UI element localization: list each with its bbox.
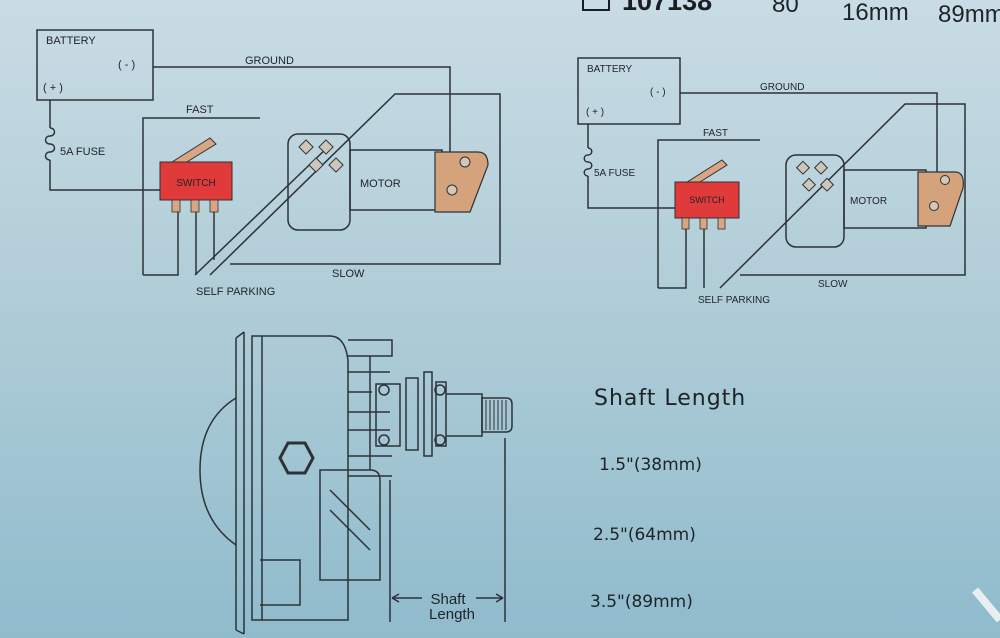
- header-strip: 107138 80 16mm 89mm: [582, 0, 1000, 28]
- shaft-option-2: 2.5"(64mm): [593, 525, 696, 545]
- motor-bracket-2: [917, 171, 964, 227]
- motor-feed-wire: [209, 93, 501, 276]
- bushing-ball-4: [434, 434, 446, 446]
- front-frame: [348, 339, 393, 470]
- battery-label: BATTERY: [46, 35, 96, 47]
- housing-rails: [348, 371, 392, 477]
- ground-wire-2: [680, 92, 938, 175]
- slow-label: SLOW: [332, 268, 365, 280]
- ground-label-2: GROUND: [760, 82, 804, 93]
- shaft-option-1: 1.5"(38mm): [599, 455, 702, 475]
- dimension-label-length: Length: [429, 606, 475, 623]
- fuse-label-2: 5A FUSE: [594, 168, 635, 179]
- fast-label: FAST: [186, 104, 214, 116]
- switch-terminal-5: [699, 217, 708, 230]
- motor-dome: [199, 397, 237, 546]
- ground-label: GROUND: [245, 55, 294, 67]
- shaft-body: [446, 393, 483, 437]
- switch-terminal-2: [190, 199, 200, 213]
- header-col-c: 89mm: [938, 1, 1000, 28]
- motor-housing-outline: [251, 335, 349, 621]
- battery-label-2: BATTERY: [587, 64, 633, 75]
- motor-terminals-2: [795, 160, 835, 192]
- switch-terminal-4: [681, 217, 690, 230]
- shaft-knurl: [485, 400, 507, 430]
- bracket-hole-3: [940, 175, 950, 185]
- dimension-arrow-left: [391, 593, 422, 603]
- battery-box-2: [577, 57, 681, 125]
- slow-label-2: SLOW: [818, 279, 848, 290]
- motor-bracket: [434, 151, 489, 213]
- fuse-to-switch-wire-2: [587, 176, 675, 209]
- fast-label-2: FAST: [703, 128, 728, 139]
- header-part-number: 107138: [622, 0, 712, 16]
- bracket-hole: [459, 156, 471, 168]
- self-parking-label: SELF PARKING: [196, 286, 275, 298]
- fuse-to-switch-wire: [49, 160, 160, 191]
- motor-terminals: [298, 139, 344, 173]
- battery-positive-label-2: ( + ): [586, 107, 604, 118]
- shaft-length-title: Shaft Length: [594, 386, 746, 411]
- self-parking-lead: [143, 210, 179, 276]
- shaft-washer-1: [423, 371, 433, 457]
- bushing-ball-2: [378, 434, 390, 446]
- shaft-bushing-left: [375, 383, 401, 447]
- battery-positive-label: ( + ): [43, 82, 63, 94]
- shaft-tip: [481, 397, 513, 433]
- motor-profile-drawing: [199, 331, 513, 635]
- battery-negative-label: ( - ): [118, 59, 135, 71]
- battery-box: [36, 29, 154, 101]
- wiring-diagram-small: BATTERY ( - ) ( + ) GROUND 5A FUSE FAST …: [577, 57, 966, 306]
- bushing-ball-3: [434, 384, 446, 396]
- dimension-arrow-right: [476, 593, 504, 603]
- bracket-hole-2: [446, 184, 458, 196]
- switch-terminal-1: [171, 199, 181, 213]
- switch-terminal-3: [209, 199, 219, 213]
- shaft-nut: [405, 377, 419, 451]
- shaft-option-3: 3.5"(89mm): [590, 592, 693, 612]
- bushing-ball-1: [378, 384, 390, 396]
- header-checkbox: [582, 0, 610, 11]
- box-edge: [971, 587, 1000, 623]
- fast-wire-2: [657, 139, 760, 288]
- header-col-a: 80: [772, 0, 799, 18]
- switch-terminal-6: [717, 217, 726, 230]
- wiring-diagram-large: BATTERY ( - ) ( + ) GROUND 5A FUSE FAST …: [36, 29, 501, 298]
- motor-label-2: MOTOR: [850, 196, 887, 207]
- self-parking-label-2: SELF PARKING: [698, 295, 770, 306]
- bracket-hole-4: [929, 201, 939, 211]
- slow-wire: [194, 144, 331, 276]
- switch-label: SWITCH: [176, 178, 215, 189]
- motor-switch-block-2: [785, 154, 845, 248]
- shaft-length-spec: Shaft Length 1.5"(38mm) 2.5"(64mm) 3.5"(…: [590, 386, 746, 612]
- fuse-symbol: [44, 127, 56, 161]
- shaft-washer-2: [435, 381, 447, 447]
- fast-wire: [142, 117, 260, 275]
- mounting-plate: [235, 331, 245, 635]
- lower-housing: [319, 469, 381, 581]
- lower-housing-inner: [329, 489, 371, 551]
- fuse-symbol-2: [583, 147, 593, 177]
- fuse-label: 5A FUSE: [60, 146, 105, 158]
- motor-label: MOTOR: [360, 178, 401, 190]
- switch-lever: [170, 137, 217, 166]
- ground-wire: [153, 66, 451, 160]
- hex-bolt: [278, 441, 315, 475]
- base-ledge: [260, 559, 301, 606]
- battery-negative-label-2: ( - ): [650, 87, 666, 98]
- header-col-b: 16mm: [842, 0, 909, 26]
- motor-switch-block: [287, 133, 351, 231]
- self-parking-lead-4: [658, 228, 687, 289]
- dimension-label-shaft: Shaft: [430, 591, 466, 608]
- switch-label-2: SWITCH: [689, 195, 725, 205]
